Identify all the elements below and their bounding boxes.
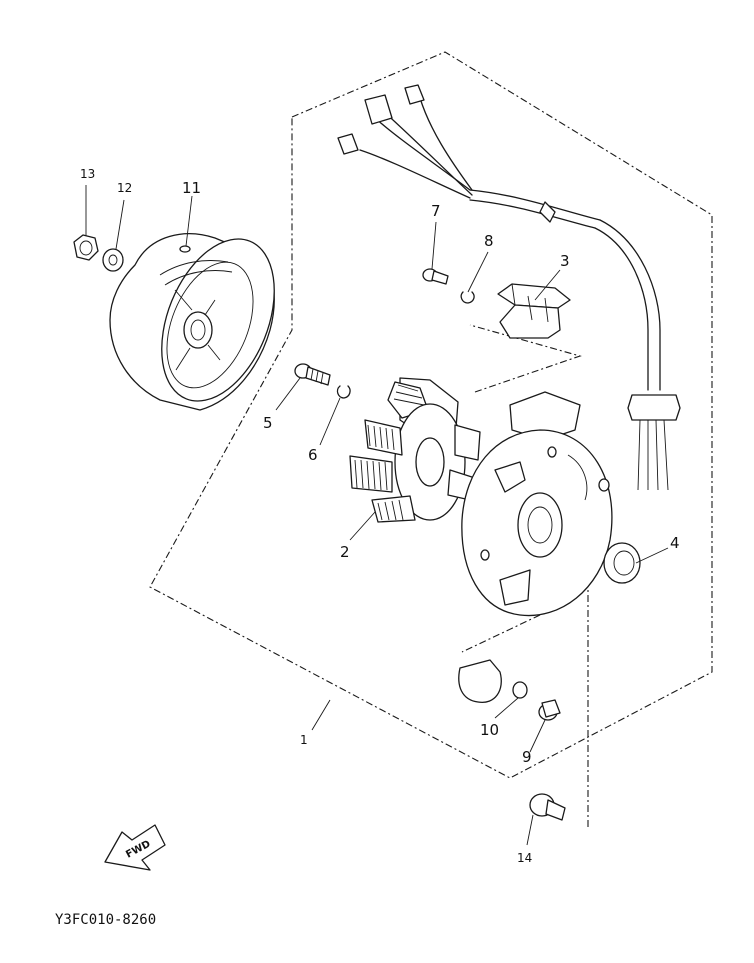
- pickup-screw: [422, 268, 449, 285]
- leader-lines: [85, 185, 669, 846]
- clamp-screw: [538, 699, 561, 721]
- callout-2: 2: [340, 543, 350, 561]
- callout-6: 6: [308, 446, 318, 464]
- callout-11: 11: [182, 179, 201, 197]
- flywheel-rotor: [109, 233, 275, 411]
- washer: [102, 248, 124, 272]
- nut: [73, 234, 99, 261]
- pickup-coil: [497, 283, 571, 339]
- stator-coil: [349, 377, 481, 523]
- callout-3: 3: [560, 252, 570, 270]
- figure-code: Y3FC010-8260: [55, 912, 156, 928]
- callout-8: 8: [484, 232, 494, 250]
- callout-9: 9: [522, 748, 532, 766]
- oil-seal: [603, 542, 641, 584]
- callout-14: 14: [517, 851, 532, 865]
- wire-clamp: [458, 659, 502, 703]
- lock-washer: [336, 385, 351, 399]
- fwd-arrow-icon: FWD: [104, 824, 166, 871]
- pickup-lock-washer: [460, 291, 475, 304]
- callout-labels: 13 12 11 7 8 3 5 6 2 4 1 10 9 14: [80, 167, 680, 865]
- callout-4: 4: [670, 534, 680, 552]
- stator-base-plate: [461, 391, 613, 617]
- callout-1: 1: [300, 733, 308, 747]
- callout-13: 13: [80, 167, 95, 181]
- stator-screw: [294, 363, 331, 386]
- callout-10: 10: [480, 721, 499, 739]
- callout-7: 7: [431, 202, 441, 220]
- callout-5: 5: [263, 414, 273, 432]
- base-plate-screw: [529, 793, 566, 821]
- callout-12: 12: [117, 181, 132, 195]
- clamp-lock-washer: [512, 681, 528, 699]
- wire-harness: [337, 84, 681, 491]
